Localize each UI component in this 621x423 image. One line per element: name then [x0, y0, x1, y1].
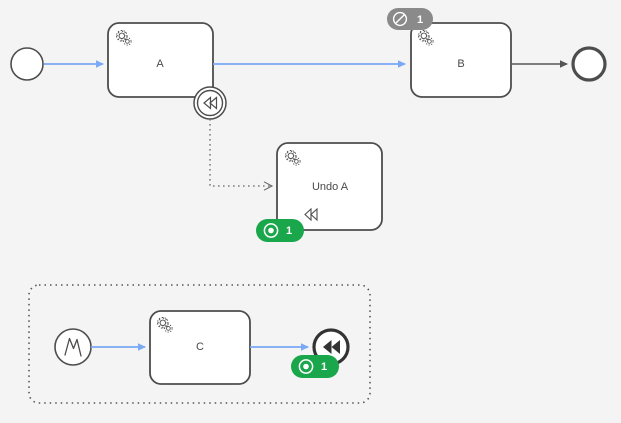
event-subprocess-border[interactable] [28, 284, 371, 404]
task-a-box[interactable] [107, 22, 214, 98]
badge-pill[interactable] [387, 8, 433, 30]
boundary-event-inner-circle [196, 89, 224, 117]
compensation-rewind-icon [304, 207, 318, 222]
undo-a-token-badge-count: 1 [286, 225, 292, 237]
end-event[interactable] [571, 46, 607, 82]
service-task-gear-icon [157, 317, 173, 333]
association-dotted-line [209, 119, 274, 191]
service-task-gear-icon [285, 150, 301, 166]
subprocess-token-badge-count: 1 [321, 361, 327, 373]
task-undo-a-label: Undo A [312, 181, 349, 193]
task-a-label: A [156, 58, 164, 70]
error-start-event[interactable] [54, 328, 92, 366]
compensation-boundary-event[interactable] [193, 86, 227, 120]
task-b-box[interactable] [410, 22, 512, 98]
task-b-cancel-badge-count: 1 [417, 14, 423, 26]
subprocess-token-badge[interactable]: 1 [291, 355, 339, 378]
service-task-gear-icon [116, 30, 132, 46]
undo-a-token-badge[interactable]: 1 [256, 219, 304, 242]
task-b-label: B [457, 58, 464, 70]
compensation-association[interactable] [209, 119, 274, 191]
task-undo-a-box[interactable] [276, 142, 383, 231]
cancel-circle-icon [392, 11, 408, 27]
badge-pill[interactable] [291, 355, 339, 378]
event-subprocess[interactable] [28, 284, 371, 404]
task-b[interactable]: B [410, 22, 512, 98]
compensation-rewind-filled-icon [323, 340, 340, 354]
token-circle-icon [298, 359, 314, 374]
task-b-cancel-badge[interactable]: 1 [387, 8, 433, 30]
task-a[interactable]: A [107, 22, 214, 98]
error-zigzag-icon [64, 337, 82, 357]
start-event[interactable] [10, 47, 44, 81]
task-undo-a[interactable]: Undo A [276, 142, 383, 231]
start-event-circle[interactable] [10, 47, 44, 81]
token-circle-icon [263, 223, 279, 238]
compensation-rewind-icon [203, 96, 218, 110]
badge-pill[interactable] [256, 219, 304, 242]
service-task-gear-icon [418, 30, 434, 46]
task-c[interactable]: C [149, 310, 251, 385]
task-c-label: C [196, 341, 204, 353]
end-event-circle[interactable] [571, 46, 607, 82]
